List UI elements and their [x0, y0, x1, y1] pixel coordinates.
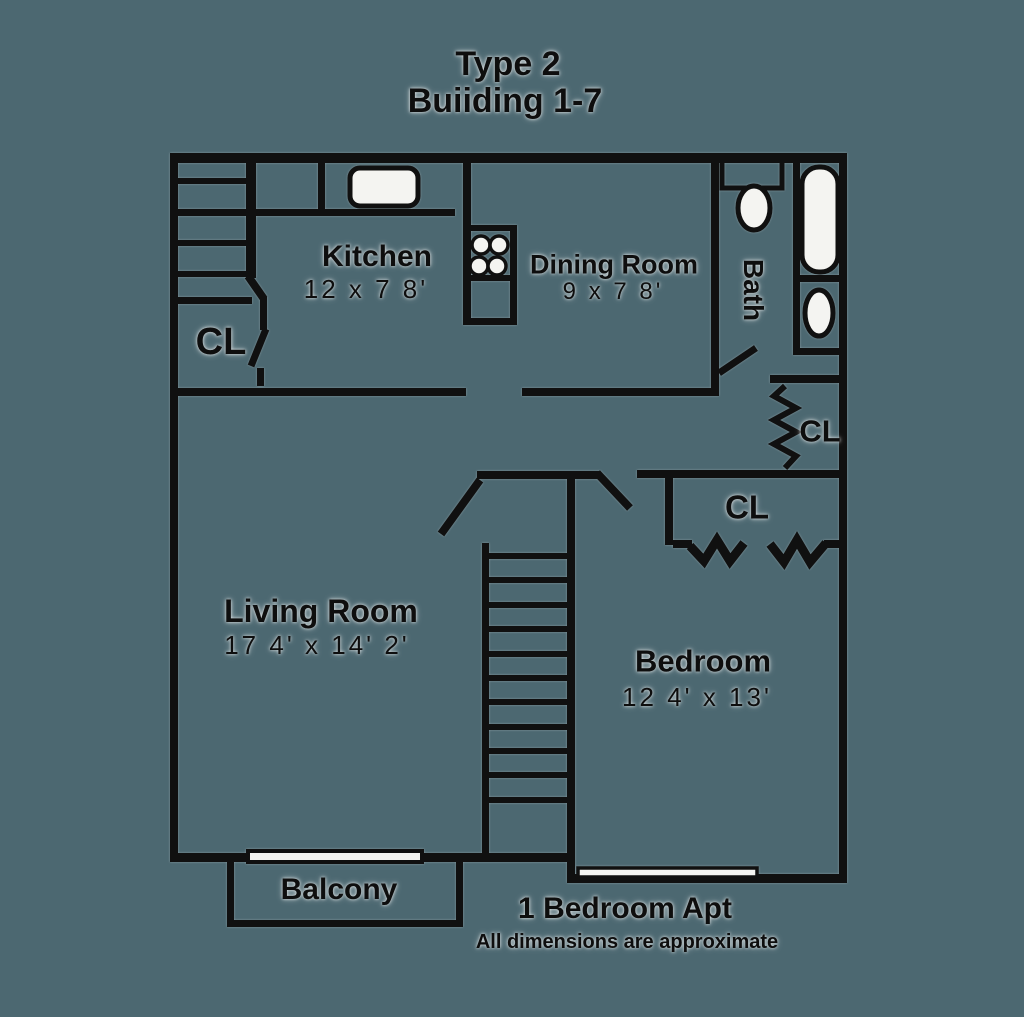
- hall-closet-label: CL: [799, 413, 841, 449]
- bath-label: Bath: [738, 258, 769, 322]
- stair-tread-counter-line: [178, 209, 455, 216]
- entry-closet: [176, 297, 270, 386]
- stove-divider: [463, 275, 517, 281]
- entry-closet-door-jamb: [257, 368, 264, 386]
- hall-closet-accordion-door: [767, 383, 803, 471]
- stair-rail-upper: [246, 163, 256, 278]
- closet-doors: [686, 383, 830, 570]
- stair-tread: [489, 772, 567, 778]
- stove-burner-icon: [468, 255, 490, 277]
- bath-sink-icon: [802, 287, 836, 339]
- balcony-wall-right: [456, 855, 463, 927]
- stair-tread: [489, 577, 567, 583]
- balcony-structure: [227, 849, 463, 927]
- bedroom-dimensions: 12 4' x 13': [622, 682, 772, 712]
- hall-doors: [437, 470, 633, 537]
- bedroom-closet-label: CL: [725, 488, 769, 526]
- bath-door-leaf: [717, 345, 758, 376]
- wall-bedroom-top: [637, 470, 847, 478]
- kitchen-label: Kitchen: [321, 240, 433, 273]
- balcony-wall-left: [227, 862, 234, 927]
- kitchen-sink-icon: [347, 165, 421, 209]
- stair-tread: [178, 271, 246, 277]
- stair-tread: [489, 724, 567, 730]
- stair-tread: [489, 602, 567, 608]
- dining-room-dimensions: 9 x 7 8': [562, 278, 664, 305]
- stair-tread: [489, 675, 567, 681]
- wall-left: [170, 153, 178, 862]
- wall-closet-left: [665, 478, 673, 545]
- counter-divider: [318, 163, 325, 213]
- stove-burner-icon: [470, 234, 492, 256]
- bedroom-door-leaf: [594, 470, 633, 511]
- staircase-main: [482, 543, 567, 858]
- stair-rail-left: [482, 543, 489, 858]
- apartment-type-label: 1 Bedroom Apt: [518, 892, 732, 925]
- wall-dining-bottom: [522, 388, 718, 396]
- stair-tread: [489, 626, 567, 632]
- living-room-dimensions: 17 4' x 14' 2': [224, 630, 410, 660]
- balcony-wall-bottom: [227, 920, 463, 927]
- stove-burner-icon: [488, 234, 510, 256]
- bedroom-window: [576, 866, 759, 879]
- bathroom-fixtures: [717, 155, 847, 376]
- kitchen-dimensions: 12 x 7 8': [303, 274, 429, 304]
- bedroom-closet-bifold-left: [686, 531, 748, 569]
- wall-bedroom-left: [567, 471, 575, 883]
- entry-closet-label: CL: [195, 321, 247, 363]
- kitchen-fixtures: [318, 163, 517, 325]
- living-room-label: Living Room: [224, 593, 418, 629]
- balcony-label: Balcony: [280, 873, 398, 906]
- plan-building-title: Buiiding 1-7: [407, 82, 603, 120]
- dining-room-label: Dining Room: [530, 249, 698, 280]
- wall-below-bath: [770, 375, 847, 383]
- stair-tread: [489, 699, 567, 705]
- wall-kitchen-right: [463, 163, 471, 325]
- interior-walls: [170, 160, 847, 883]
- staircase-upper: [178, 163, 455, 302]
- wall-tub-sink-divider: [793, 275, 847, 282]
- stair-tread: [178, 240, 246, 246]
- stair-diagonal: [244, 273, 268, 302]
- bedroom-label: Bedroom: [634, 643, 772, 679]
- hall-door-leaf-left: [437, 477, 484, 537]
- wall-stair-header: [477, 471, 600, 479]
- stair-tread: [489, 553, 567, 559]
- toilet-icon: [735, 183, 773, 233]
- dimensions-disclaimer: All dimensions are approximate: [475, 931, 779, 953]
- entry-closet-door-leaf: [247, 327, 270, 368]
- bathtub-icon: [799, 164, 841, 275]
- wall-right: [839, 153, 847, 883]
- stove-top-edge: [463, 225, 517, 231]
- bedroom-closet-bifold-right: [766, 531, 830, 570]
- stair-tread: [489, 797, 567, 803]
- entry-closet-top: [176, 297, 252, 304]
- stair-tread: [489, 748, 567, 754]
- wall-mid-left: [170, 388, 466, 396]
- balcony-sliding-door: [246, 849, 424, 864]
- stair-tread: [489, 651, 567, 657]
- wall-bath-left: [711, 160, 719, 396]
- stove-bottom-edge: [463, 318, 517, 325]
- wall-tub-left: [793, 160, 800, 353]
- entry-closet-right: [260, 297, 267, 330]
- wall-closet-stub-left: [673, 540, 692, 548]
- stair-tread: [178, 178, 246, 184]
- wall-sink-bottom: [793, 348, 847, 355]
- wall-top: [170, 153, 847, 163]
- stove-burner-icon: [486, 255, 508, 277]
- wall-closet-stub-right: [824, 540, 847, 548]
- plan-type-title: Type 2: [455, 45, 561, 83]
